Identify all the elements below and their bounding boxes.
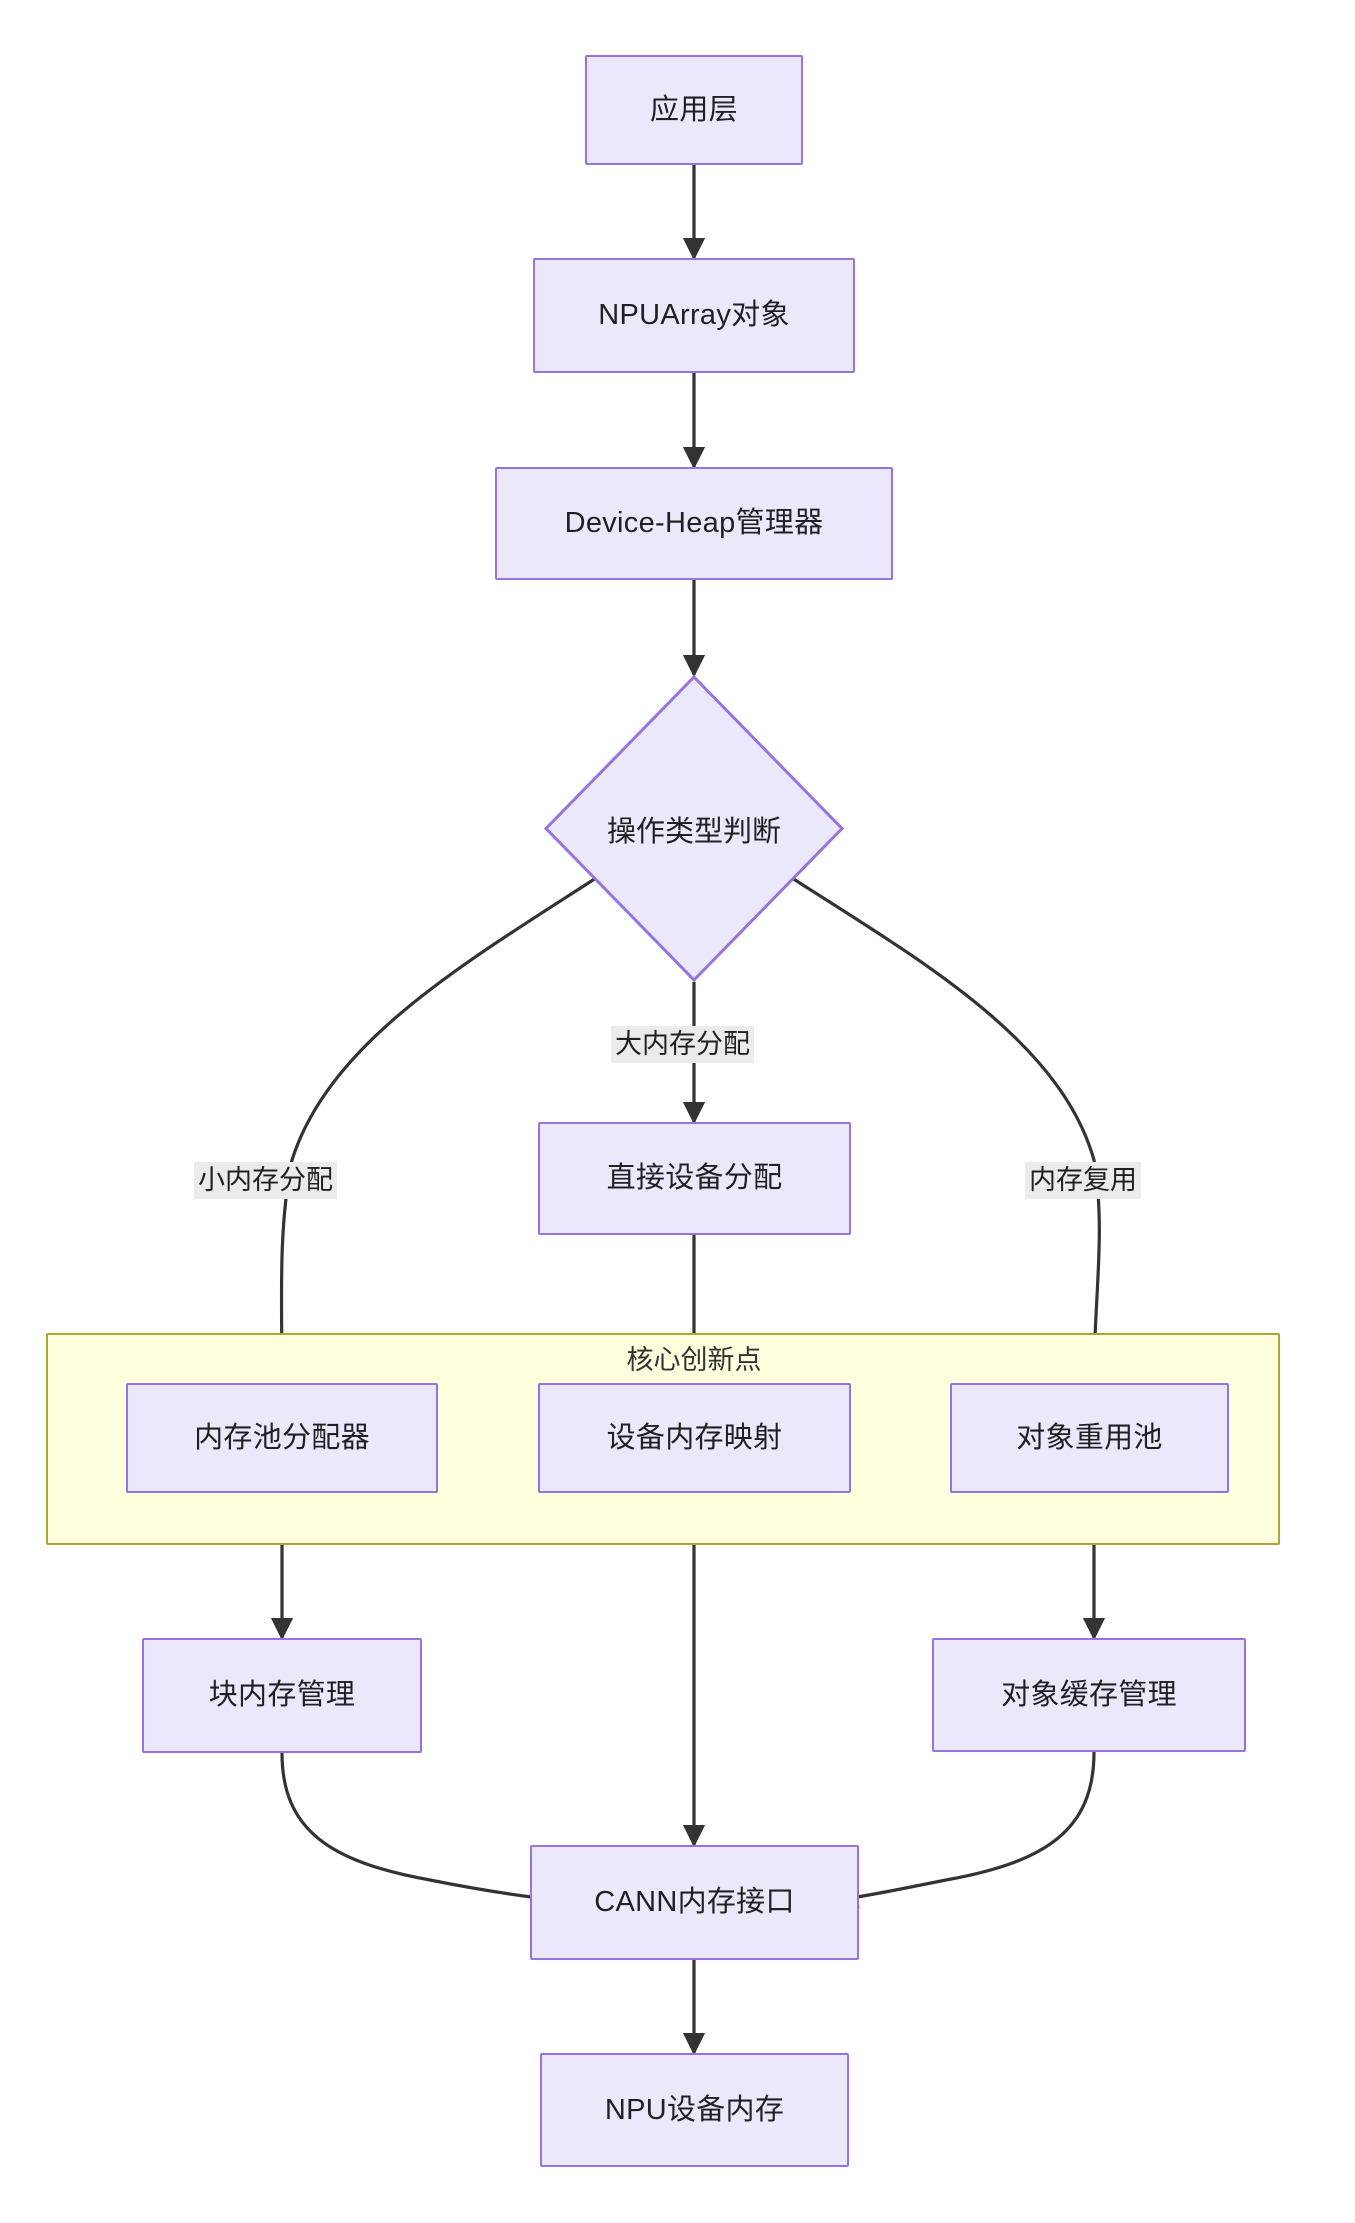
node-npuarray[interactable]: NPUArray对象 [533, 258, 855, 373]
node-objcache-label: 对象缓存管理 [1001, 1678, 1177, 1711]
node-devmap[interactable]: 设备内存映射 [538, 1383, 851, 1493]
diamond-shape [544, 675, 844, 982]
node-decision[interactable]: 操作类型判断 [544, 675, 844, 982]
node-heap[interactable]: Device-Heap管理器 [495, 467, 893, 580]
node-blockmgr-label: 块内存管理 [208, 1679, 356, 1712]
edge-label-memory-reuse: 内存复用 [1025, 1162, 1141, 1200]
node-objpool[interactable]: 对象重用池 [950, 1383, 1229, 1493]
node-npumem-label: NPU设备内存 [604, 2093, 785, 2126]
node-npumem[interactable]: NPU设备内存 [540, 2053, 849, 2167]
edge-objcache-cannapi [835, 1751, 1096, 1909]
node-decision-label: 操作类型判断 [606, 815, 781, 848]
node-devmap-label: 设备内存映射 [606, 1421, 783, 1454]
node-npuarray-label: NPUArray对象 [598, 299, 790, 332]
node-cannapi-label: CANN内存接口 [594, 1886, 795, 1919]
node-objpool-label: 对象重用池 [1016, 1421, 1163, 1454]
node-heap-label: Device-Heap管理器 [564, 507, 824, 540]
node-directdev-label: 直接设备分配 [606, 1162, 783, 1195]
node-poolalloc[interactable]: 内存池分配器 [126, 1383, 438, 1493]
node-objcache[interactable]: 对象缓存管理 [932, 1638, 1246, 1752]
node-app-label: 应用层 [650, 93, 738, 126]
node-cannapi[interactable]: CANN内存接口 [530, 1845, 859, 1960]
edge-label-small-alloc: 小内存分配 [194, 1162, 337, 1200]
cluster-title: 核心创新点 [626, 1345, 762, 1375]
node-poolalloc-label: 内存池分配器 [194, 1421, 370, 1454]
node-blockmgr[interactable]: 块内存管理 [142, 1638, 422, 1753]
edge-label-large-alloc: 大内存分配 [611, 1026, 754, 1064]
edge-blockmgr-cannapi [280, 1752, 559, 1909]
node-directdev[interactable]: 直接设备分配 [538, 1122, 851, 1235]
node-app[interactable]: 应用层 [585, 55, 803, 165]
